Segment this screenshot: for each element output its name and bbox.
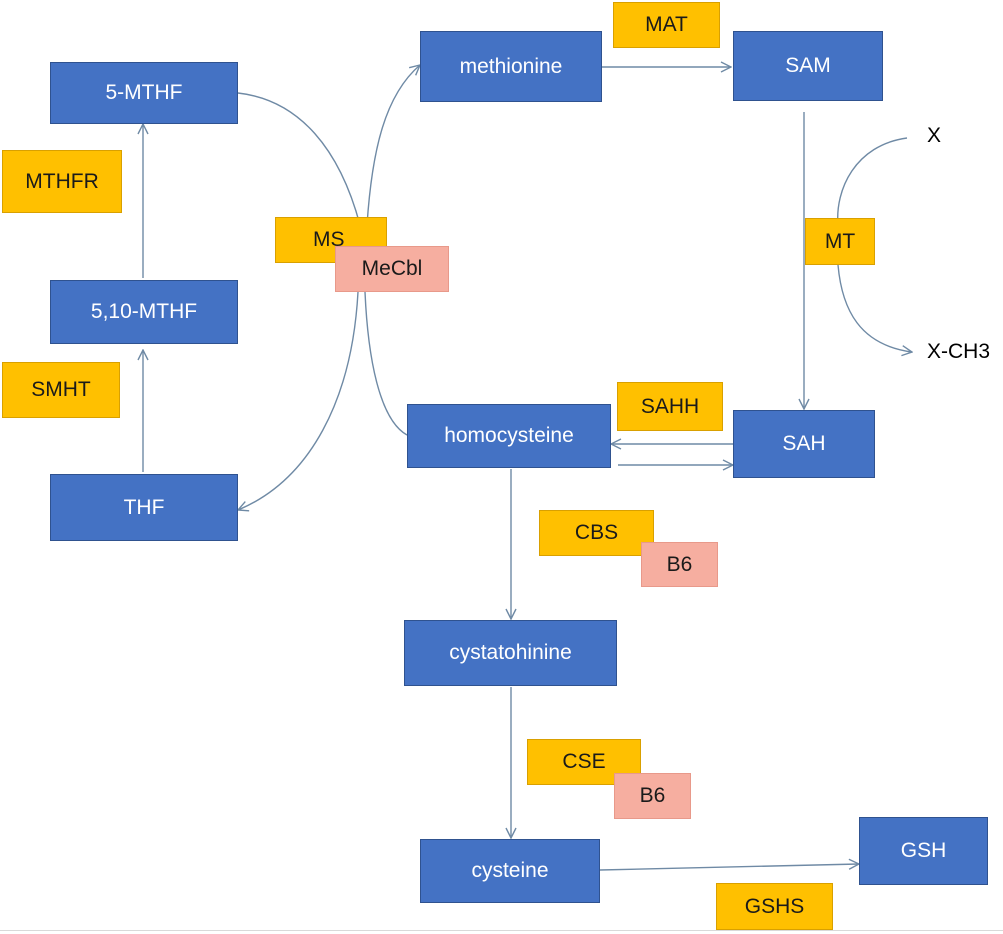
edge-ms-to-thf xyxy=(238,291,359,510)
enzyme-sahh: SAHH xyxy=(617,382,723,431)
node-sah: SAH xyxy=(733,410,875,478)
node-cysteine: cysteine xyxy=(420,839,600,903)
enzyme-mat: MAT xyxy=(613,2,720,48)
enzyme-mthfr: MTHFR xyxy=(2,150,122,213)
enzyme-cbs: CBS xyxy=(539,510,654,556)
edge-arc-to-xch3 xyxy=(837,264,912,352)
methyl-acceptor-label: X xyxy=(927,124,942,147)
node-5-10-mthf: 5,10-MTHF xyxy=(50,280,238,344)
node-gsh: GSH xyxy=(859,817,988,885)
cofactor-b6-cbs: B6 xyxy=(641,542,718,587)
edge-homocysteine-to-ms xyxy=(364,291,408,436)
edge-x-arc xyxy=(837,137,908,226)
node-homocysteine: homocysteine xyxy=(407,404,611,468)
node-sam: SAM xyxy=(733,31,883,101)
node-methionine: methionine xyxy=(420,31,602,102)
cofactor-b6-cse: B6 xyxy=(614,773,691,819)
methylated-product-label: X-CH3 xyxy=(927,340,991,363)
edge-cysteine-to-gsh xyxy=(599,864,859,871)
node-5-mthf: 5-MTHF xyxy=(50,62,238,124)
enzyme-mt: MT xyxy=(805,218,875,265)
edge-5mthf-to-ms xyxy=(237,92,361,226)
enzyme-smht: SMHT xyxy=(2,362,120,418)
cofactor-mecbl: MeCbl xyxy=(335,246,449,292)
node-cystathionine: cystatohinine xyxy=(404,620,617,686)
node-thf: THF xyxy=(50,474,238,541)
enzyme-cse: CSE xyxy=(527,739,641,785)
enzyme-gshs: GSHS xyxy=(716,883,833,930)
bottom-rule xyxy=(0,930,1003,931)
edge-ms-to-methionine xyxy=(366,65,420,226)
